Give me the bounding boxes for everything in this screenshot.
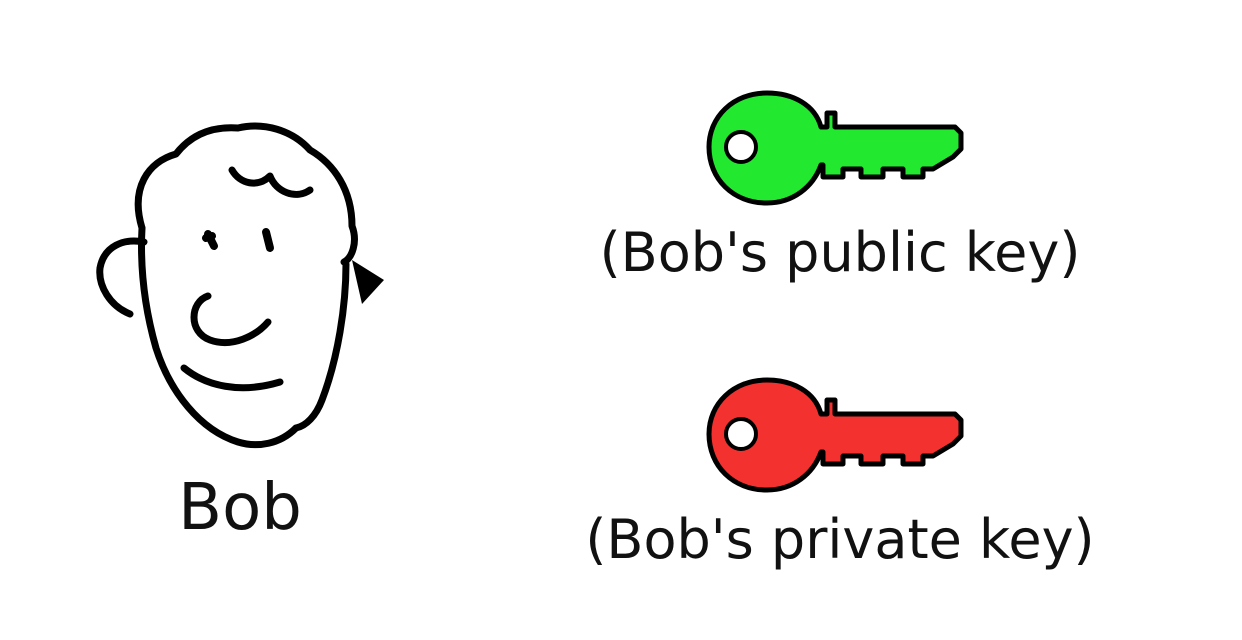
person-name-label: Bob [178, 471, 302, 545]
private-key-label: (Bob's private key) [585, 508, 1095, 571]
key-icon [706, 90, 964, 206]
private-key-shape [706, 377, 964, 493]
face-icon [96, 122, 384, 449]
public-key-shape [706, 90, 964, 206]
public-key-label: (Bob's public key) [599, 221, 1081, 284]
person-bob: Bob [90, 110, 390, 550]
key-icon [706, 377, 964, 493]
